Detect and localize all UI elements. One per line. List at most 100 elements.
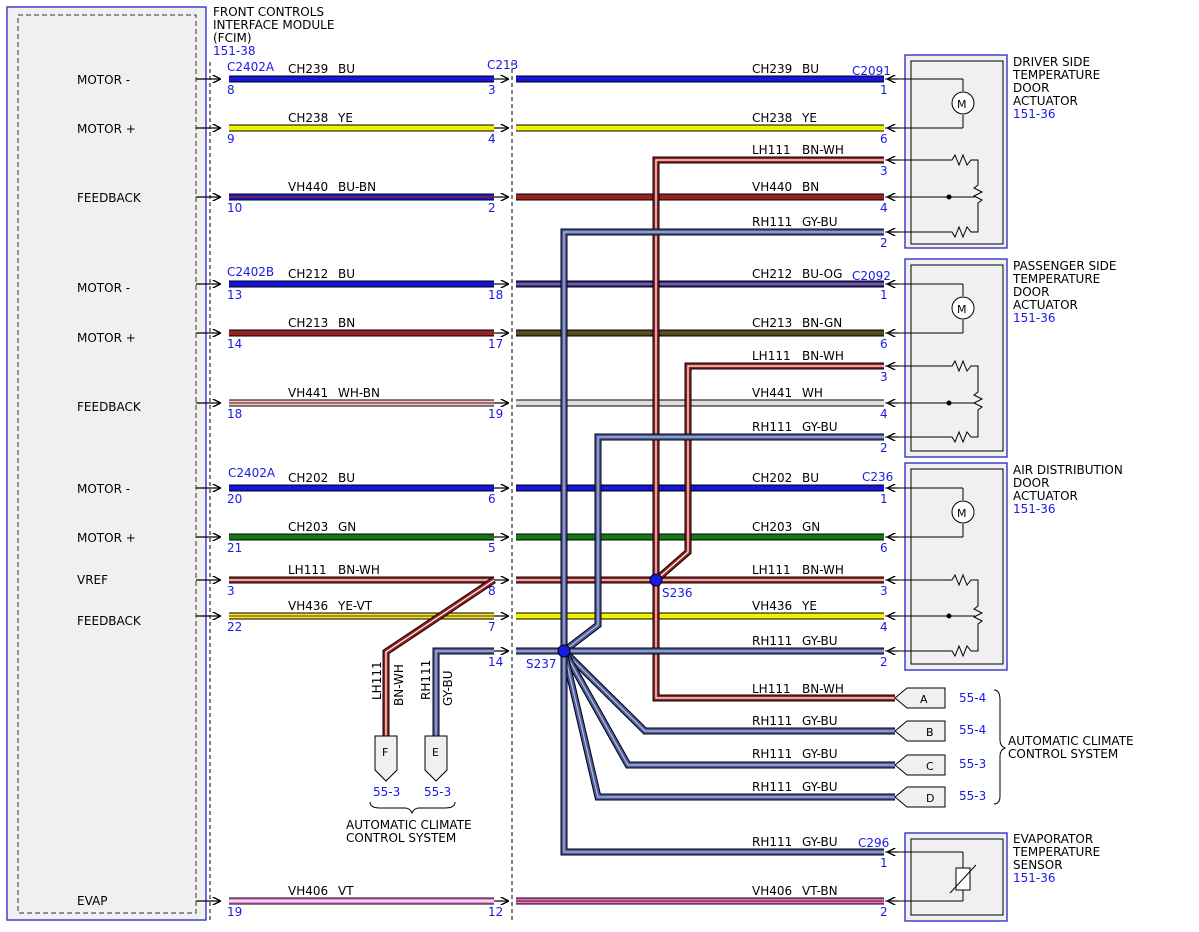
svg-text:55-3: 55-3 [424, 785, 451, 799]
fcim-module-inner [17, 14, 197, 914]
fcim-title-line-2: INTERFACE MODULE [213, 18, 334, 32]
wire-rh111-outline [560, 228, 884, 651]
wire-color-label: BN [802, 180, 819, 194]
svg-text:55-3: 55-3 [959, 757, 986, 771]
acc-e-color: GY-BU [441, 670, 455, 706]
pin-number: 14 [488, 655, 503, 669]
pin-number: 3 [227, 584, 235, 598]
pin-number: 9 [227, 132, 235, 146]
wire-lh111-stripe [655, 365, 884, 581]
wire-circuit-label: VH406 [752, 884, 792, 898]
svg-text:F: F [382, 746, 388, 759]
svg-text:D: D [926, 792, 934, 805]
pin-number: 20 [227, 492, 242, 506]
wire-color-label: GY-BU [802, 634, 838, 648]
wire-color-label: BN-WH [802, 349, 844, 363]
wire-rh111-outline [561, 648, 895, 735]
wire-rh111-stripe [563, 651, 884, 853]
acc-connector-a: A 55-4 [894, 687, 986, 709]
pin-number: 3 [488, 83, 496, 97]
wire-circuit-label: CH212 [752, 267, 792, 281]
fcim-title-line-1: FRONT CONTROLS [213, 5, 324, 19]
wire-circuit-label: LH111 [288, 563, 327, 577]
wire-circuit-label: CH213 [288, 316, 328, 330]
wire-color-label: WH-BN [338, 386, 380, 400]
actuator-title: ACTUATOR [1013, 298, 1078, 312]
wire-color-label: VT [338, 884, 354, 898]
wire-circuit-label: RH111 [752, 714, 792, 728]
connector-label-c2402a: C2402A [227, 60, 275, 74]
wire-color-label: WH [802, 386, 823, 400]
actuator-title: DOOR [1013, 285, 1049, 299]
svg-text:M: M [957, 303, 967, 316]
pin-number: 19 [488, 407, 503, 421]
pin-number: 8 [227, 83, 235, 97]
pin-number: 13 [227, 288, 242, 302]
wire-circuit-label: VH436 [752, 599, 792, 613]
connector-label-c213: C213 [487, 58, 518, 72]
actuator-title: TEMPERATURE [1012, 272, 1100, 286]
actuator-title: DOOR [1013, 81, 1049, 95]
connector-label-c2402a-mid: C2402A [228, 466, 276, 480]
actuator-title: TEMPERATURE [1012, 68, 1100, 82]
wire-circuit-label: VH406 [288, 884, 328, 898]
wire-circuit-label: RH111 [752, 420, 792, 434]
wire-color-label: BN [338, 316, 355, 330]
svg-text:M: M [957, 98, 967, 111]
connector-label-c2092: C2092 [852, 269, 891, 283]
svg-text:E: E [432, 746, 439, 759]
pin-number: 1 [880, 492, 888, 506]
wire-rh111-stripe [563, 650, 895, 732]
acc-right-system: CONTROL SYSTEM [1008, 747, 1118, 761]
acc-bottom-system: AUTOMATIC CLIMATE [346, 818, 472, 832]
signal-label: EVAP [77, 894, 107, 908]
acc-f-circuit: LH111 [370, 661, 384, 700]
signal-label: MOTOR + [77, 531, 136, 545]
wire-color-label: GY-BU [802, 835, 838, 849]
splice-s236-label: S236 [662, 586, 693, 600]
pin-number: 2 [880, 236, 888, 250]
wire-rh111-stripe [563, 231, 884, 651]
pin-number: 18 [488, 288, 503, 302]
wire-color-label: BU [338, 471, 355, 485]
signal-label: MOTOR - [77, 73, 130, 87]
pin-number: 18 [227, 407, 242, 421]
wire-circuit-label: VH441 [288, 386, 328, 400]
actuator-title: EVAPORATOR [1013, 832, 1093, 846]
wire-rh111-stripe [563, 436, 884, 652]
pin-number: 4 [880, 620, 888, 634]
signal-label: FEEDBACK [77, 191, 142, 205]
pin-number: 21 [227, 541, 242, 555]
wire-color-label: BN-GN [802, 316, 842, 330]
signal-label: FEEDBACK [77, 400, 142, 414]
fcim-ref: 151-38 [213, 44, 256, 58]
svg-text:A: A [920, 693, 928, 706]
wire-circuit-label: RH111 [752, 747, 792, 761]
actuator-title: AIR DISTRIBUTION [1013, 463, 1123, 477]
acc-connector-e: E 55-3 [424, 735, 451, 799]
wire-rh111-outline [560, 650, 895, 801]
potentiometer-icon [885, 359, 984, 444]
pin-number: 2 [880, 441, 888, 455]
wire-color-label: BU-OG [802, 267, 842, 281]
svg-text:55-4: 55-4 [959, 691, 986, 705]
connector-label-c236: C236 [862, 470, 893, 484]
wire-circuit-label: CH239 [288, 62, 328, 76]
wire-rh111-stripe [563, 650, 895, 766]
wire-lh111-stripe [655, 580, 895, 699]
evaporator-sensor [904, 832, 1008, 922]
connector-label-c2402b: C2402B [227, 265, 274, 279]
pin-number: 1 [880, 288, 888, 302]
svg-text:55-4: 55-4 [959, 723, 986, 737]
pin-number: 6 [880, 132, 888, 146]
wire-color-label: BU [802, 62, 819, 76]
acc-connector-c: C 55-3 [894, 754, 986, 776]
fcim-module-box [6, 6, 207, 921]
pin-number: 1 [880, 856, 888, 870]
svg-text:55-3: 55-3 [373, 785, 400, 799]
wire-color-label: VT-BN [802, 884, 838, 898]
svg-text:M: M [957, 507, 967, 520]
wire-circuit-label: RH111 [752, 634, 792, 648]
actuator-ref: 151-36 [1013, 502, 1056, 516]
